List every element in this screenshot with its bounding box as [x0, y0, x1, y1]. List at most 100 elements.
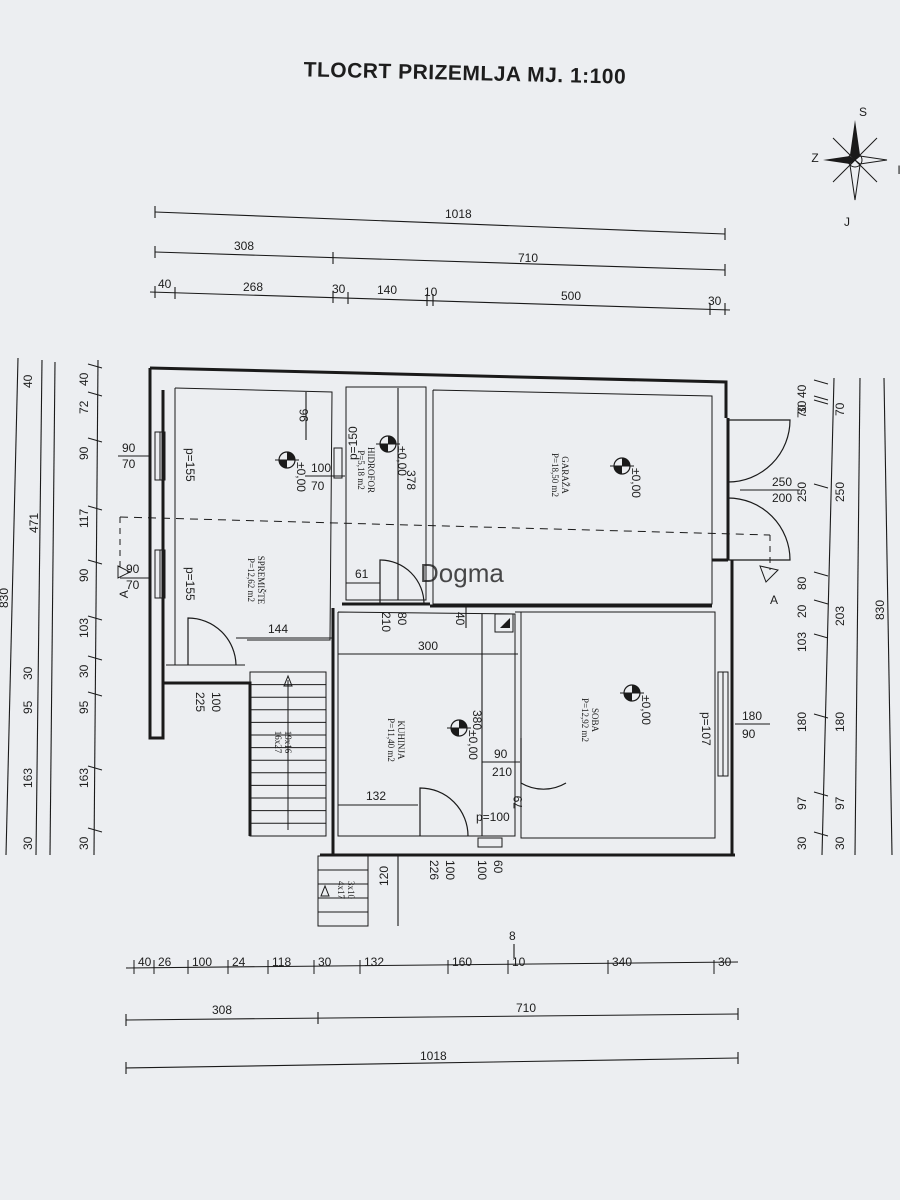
dim-top-268: 268 — [243, 280, 263, 294]
dim-100d: 100 — [475, 860, 489, 880]
dim-right-chain: 80 — [795, 576, 809, 590]
dim-left-chain: 30 — [77, 664, 91, 678]
dim-right-chain2: 97 — [833, 796, 847, 810]
dim-left-chain: 90 — [77, 446, 91, 460]
dim-90a: 90 — [122, 441, 136, 455]
dim-right-chain: 70 — [795, 404, 809, 418]
dim-100b: 100 — [209, 692, 223, 712]
dim-left-chain2: 95 — [21, 700, 35, 714]
dim-right-chain: 103 — [795, 632, 809, 652]
room-spremiste-area: P=12,62 m2 — [246, 558, 256, 602]
small-stairs — [318, 869, 368, 913]
dim-left-chain2: 30 — [21, 836, 35, 850]
stair-label-small: 3x104x17 — [336, 881, 356, 900]
stair-small-text: 3x104x17 — [336, 881, 356, 900]
level-value: ±0,00 — [466, 730, 480, 760]
dim-200w: 200 — [772, 491, 792, 505]
dim-bottom-chain: 30 — [718, 955, 732, 969]
dim-right-chain2: 250 — [833, 482, 847, 502]
dim-380: 380 — [470, 710, 484, 730]
compass-west: Z — [811, 151, 818, 165]
dim-80: 80 — [395, 612, 409, 626]
dim-right-chain: 20 — [795, 604, 809, 618]
dim-378: 378 — [404, 470, 418, 490]
section-mark-right: A — [770, 593, 778, 607]
stair-label-main: 19x1616x27 — [273, 731, 293, 754]
dim-p155b: p=155 — [183, 567, 197, 601]
dim-180: 180 — [742, 709, 762, 723]
dim-right-chain: 97 — [795, 796, 809, 810]
dim-left-chain: 72 — [77, 400, 91, 414]
compass-icon: S J Z I — [811, 105, 900, 229]
dim-100c: 100 — [443, 860, 457, 880]
dim-right-chain: 40 — [795, 384, 809, 398]
top-dimensions: 1018 308 710 40 268 30 140 10 500 30 — [149, 206, 731, 315]
dim-right-chain: 250 — [795, 482, 809, 502]
compass-east: I — [897, 163, 900, 177]
dim-60: 60 — [491, 860, 505, 874]
plan-title: TLOCRT PRIZEMLJA MJ. 1:100 — [303, 58, 626, 88]
dim-70b: 70 — [126, 578, 140, 592]
dim-left-chain2: 40 — [21, 374, 35, 388]
dim-bottom-chain: 26 — [158, 955, 172, 969]
dim-bottom-8: 8 — [509, 929, 516, 943]
dim-left-chain: 117 — [77, 509, 91, 528]
dim-right-chain2: 180 — [833, 712, 847, 732]
dim-90c: 90 — [494, 747, 508, 761]
dim-left-chain2: 163 — [21, 768, 35, 788]
level-value: ±0,00 — [294, 462, 308, 492]
dim-144: 144 — [268, 622, 288, 636]
dim-top-500: 500 — [561, 289, 581, 303]
dim-left-chain: 95 — [77, 700, 91, 714]
room-soba: SOBA P=12,92 m2 — [580, 698, 600, 742]
dim-225: 225 — [193, 692, 207, 712]
level-value: ±0,00 — [639, 695, 653, 725]
dim-right-chain2: 30 — [833, 836, 847, 850]
dim-p100: p=100 — [476, 810, 510, 824]
dim-100: 100 — [311, 461, 331, 475]
dim-61: 61 — [355, 567, 369, 581]
right-dimensions: 830 403070250802010318097307025020318097… — [795, 377, 893, 856]
dim-top-308: 308 — [234, 239, 254, 253]
dim-right-chain: 180 — [795, 712, 809, 732]
dim-bottom-chain: 30 — [318, 955, 332, 969]
stair-main-text: 19x1616x27 — [273, 731, 293, 754]
dim-top-total: 1018 — [445, 207, 472, 221]
room-kuhinja-area: P=11,40 m2 — [386, 718, 396, 762]
dim-96: 96 — [297, 408, 311, 422]
dim-bottom-chain: 40 — [138, 955, 152, 969]
dim-top-40: 40 — [158, 277, 172, 291]
dim-right-chain2: 70 — [833, 402, 847, 416]
dim-90d: 90 — [742, 727, 756, 741]
dim-left-830: 830 — [0, 588, 11, 608]
dim-210a: 210 — [379, 612, 393, 632]
room-hidrofor: HIDROFOR P=5,18 m2 — [356, 447, 376, 493]
dim-left-chain2: 30 — [21, 666, 35, 680]
dim-right-chain: 30 — [795, 400, 809, 414]
dim-bottom-chain: 24 — [232, 955, 246, 969]
dim-right-chain: 30 — [795, 836, 809, 850]
dim-left-chain: 30 — [77, 836, 91, 850]
room-soba-name: SOBA — [590, 708, 600, 733]
dim-left-471: 471 — [27, 513, 41, 533]
dim-left-chain: 103 — [77, 618, 91, 638]
dim-132i: 132 — [366, 789, 386, 803]
level-marker: ±0,00 — [620, 684, 653, 725]
dim-bottom-chain: 10 — [512, 955, 526, 969]
room-spremiste-name: SPREMIŠTE — [256, 556, 266, 605]
dim-70a: 70 — [122, 457, 136, 471]
building-walls — [119, 366, 791, 927]
dim-p150: p=150 — [346, 426, 360, 460]
dim-bottom-chain: 340 — [612, 955, 632, 969]
room-kuhinja-name: KUHINJA — [396, 721, 406, 760]
dim-right-chain2: 203 — [833, 606, 847, 626]
dim-p155a: p=155 — [183, 448, 197, 482]
room-garaza-area: P=18,50 m2 — [550, 453, 560, 497]
section-mark-left: A — [117, 590, 131, 598]
dim-bottom-308: 308 — [212, 1003, 232, 1017]
dim-left-chain: 90 — [77, 568, 91, 582]
dim-90b: 90 — [126, 562, 140, 576]
compass-south: J — [844, 215, 850, 229]
dim-120: 120 — [377, 866, 391, 886]
